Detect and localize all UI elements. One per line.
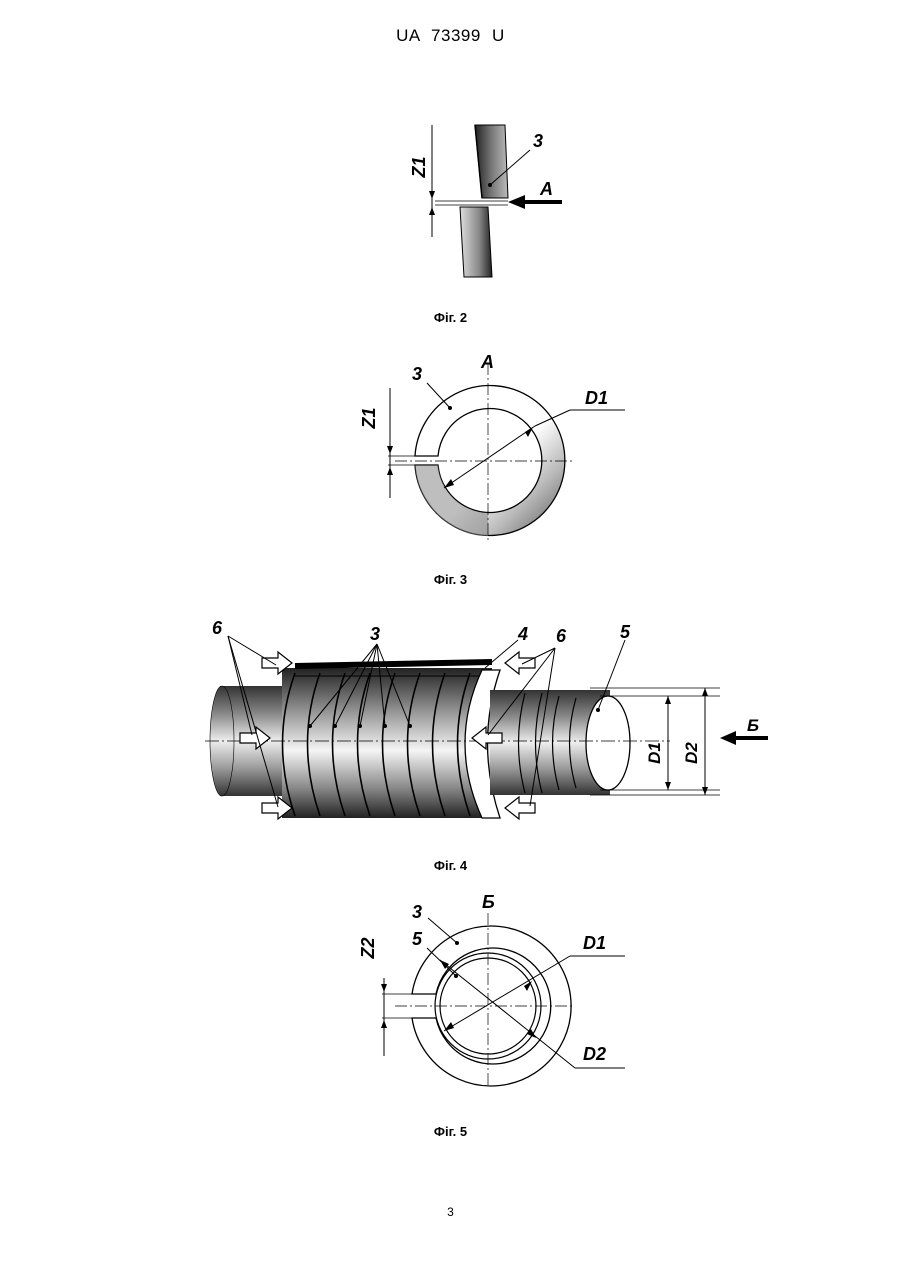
ring-3-label: 3 (412, 902, 422, 922)
figure-3-drawing: Z1 D1 3 A (340, 348, 640, 548)
rings-3-label: 3 (370, 624, 380, 644)
figure-5-caption: Фіг. 5 (0, 1124, 901, 1139)
z2-label: Z2 (358, 937, 378, 959)
view-b-label: Б (482, 892, 495, 912)
holder-5-label: 5 (620, 622, 631, 642)
gap-4-label: 4 (517, 624, 528, 644)
view-b-label: Б (747, 716, 759, 735)
page-number: 3 (0, 1205, 901, 1219)
d1-label: D1 (645, 742, 664, 764)
figure-2-drawing: Z1 3 A (380, 115, 580, 285)
z1-label: Z1 (409, 156, 429, 178)
view-a-label: A (480, 352, 494, 372)
holder-5-label: 5 (412, 929, 423, 949)
figure-3-caption: Фіг. 3 (0, 572, 901, 587)
d2-label: D2 (682, 742, 701, 764)
part-3-label: 3 (412, 364, 422, 384)
d2-label: D2 (583, 1044, 606, 1064)
figure-4-caption: Фіг. 4 (0, 858, 901, 873)
view-a-label: A (539, 179, 553, 199)
figure-2-caption: Фіг. 2 (0, 310, 901, 325)
d1-label: D1 (585, 388, 608, 408)
patent-number-header: UA 73399 U (0, 26, 901, 46)
arrows-6-left-label: 6 (212, 618, 223, 638)
figure-5-drawing: Z2 D1 D2 3 5 Б (340, 888, 640, 1088)
arrows-6-right-label: 6 (556, 626, 567, 646)
z1-label: Z1 (359, 407, 379, 429)
part-3-label: 3 (533, 131, 543, 151)
d1-label: D1 (583, 933, 606, 953)
figure-4-drawing: D1 D2 Б 6 6 3 4 5 (200, 618, 780, 833)
